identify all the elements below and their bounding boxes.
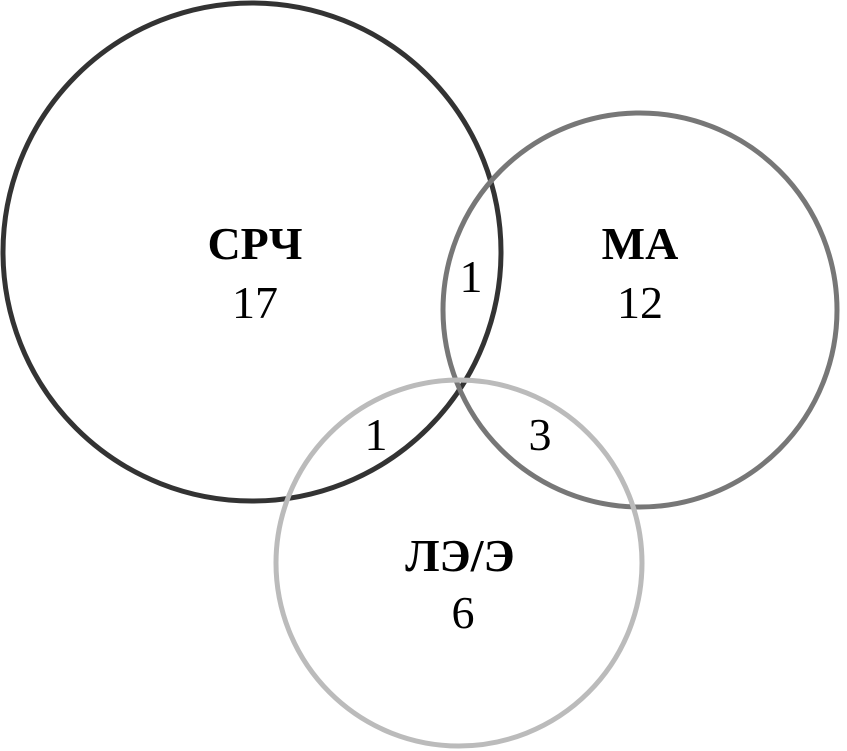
set-label-ma: МА xyxy=(602,218,679,269)
set-count-le: 6 xyxy=(452,587,475,638)
intersection-ma-le: 3 xyxy=(529,409,552,460)
intersection-srch-le: 1 xyxy=(365,409,388,460)
set-count-srch: 17 xyxy=(232,277,278,328)
set-label-srch: СРЧ xyxy=(207,218,302,269)
circle-le xyxy=(273,377,645,749)
circle-srch xyxy=(0,0,504,504)
set-label-le: ЛЭ/Э xyxy=(405,530,514,581)
intersection-srch-ma: 1 xyxy=(460,251,483,302)
set-count-ma: 12 xyxy=(617,277,663,328)
circle-ma xyxy=(440,110,840,510)
